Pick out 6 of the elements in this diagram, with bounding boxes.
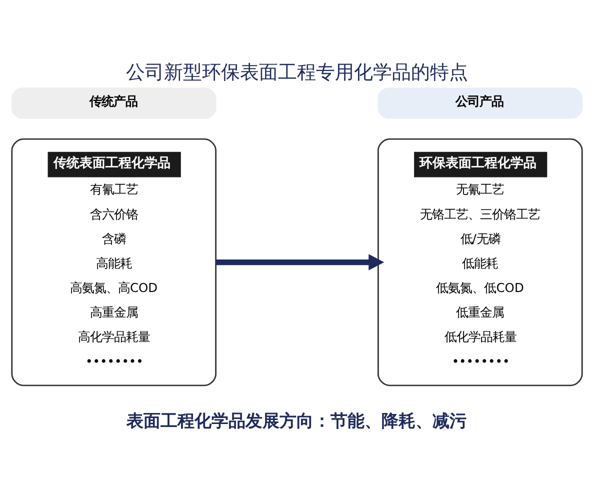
caption: 表面工程化学品发展方向：节能、降耗、减污	[126, 410, 467, 431]
diagram-title: 公司新型环保表面工程专用化学品的特点	[126, 61, 468, 84]
node-box: 传统表面工程化学品 有氰工艺 含六价铬 含磷 高能耗 高氨氮、高COD 高重金属 高化学品耗量 ••••••••	[11, 138, 217, 386]
arrow	[216, 254, 384, 270]
node-box: 公司产品	[378, 87, 583, 118]
node-box: 环保表面工程化学品 无氰工艺 无铬工艺、三价铬工艺 低/无磷 低能耗 低氨氮、低COD 低重金属 低化学品耗量 ••••••••	[377, 138, 583, 386]
